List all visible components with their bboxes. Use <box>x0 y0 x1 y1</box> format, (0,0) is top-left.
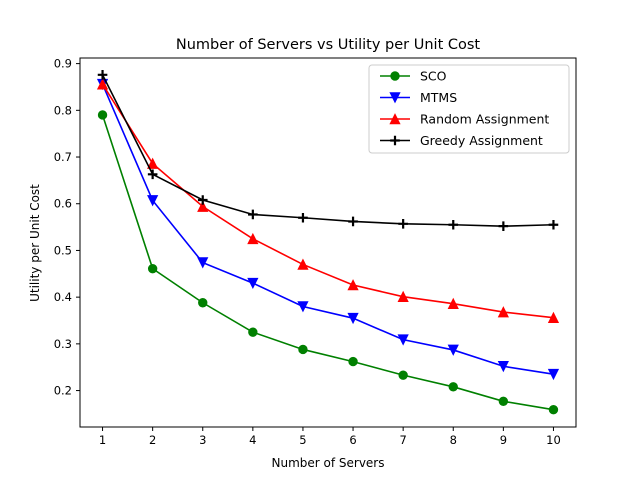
x-tick-label: 4 <box>249 433 256 447</box>
data-point <box>298 344 308 355</box>
data-point <box>548 405 559 415</box>
data-point <box>347 312 359 325</box>
x-axis-label: Number of Servers <box>271 456 384 470</box>
series-mtms <box>96 78 560 381</box>
legend-marker <box>390 71 400 81</box>
y-axis-label: Utility per Unit Cost <box>28 184 42 302</box>
y-tick-label: 0.4 <box>54 290 72 304</box>
data-point <box>548 219 559 230</box>
x-tick-label: 9 <box>500 433 507 447</box>
data-point <box>298 212 308 223</box>
series-greedy-assignment <box>97 70 559 231</box>
data-point <box>297 301 309 313</box>
legend-marker <box>389 113 401 125</box>
series-sco <box>97 110 559 415</box>
data-point <box>147 169 158 180</box>
x-tick-label: 3 <box>199 433 206 447</box>
data-point <box>197 257 209 269</box>
legend-label: SCO <box>420 69 447 84</box>
y-tick-label: 0.2 <box>54 384 72 398</box>
data-point <box>247 232 259 245</box>
y-tick-label: 0.7 <box>54 150 72 164</box>
data-point <box>97 110 108 120</box>
y-tick-label: 0.9 <box>54 57 72 71</box>
x-tick-label: 1 <box>99 433 106 447</box>
x-tick-label: 8 <box>450 433 457 447</box>
legend-entry: SCO <box>380 69 447 84</box>
data-point <box>247 277 259 290</box>
series-line <box>101 83 554 319</box>
data-point <box>347 279 359 291</box>
data-point <box>97 70 108 80</box>
data-point <box>348 356 358 367</box>
legend-label: Greedy Assignment <box>420 133 543 148</box>
data-point <box>147 263 158 274</box>
legend-entry: Random Assignment <box>380 112 549 127</box>
data-point <box>448 219 459 230</box>
series-line <box>101 83 554 376</box>
data-point <box>447 344 459 356</box>
legend-box <box>368 64 570 154</box>
legend-label: MTMS <box>420 90 457 105</box>
data-point <box>197 200 209 212</box>
legend-marker <box>390 135 400 146</box>
data-point <box>498 221 509 231</box>
data-point <box>447 297 459 309</box>
legend-label: Random Assignment <box>420 112 549 127</box>
legend-entry: MTMS <box>380 90 457 105</box>
x-tick-label: 7 <box>399 433 406 447</box>
y-tick-label: 0.6 <box>54 197 72 211</box>
y-tick-label: 0.3 <box>54 337 72 351</box>
data-point <box>398 219 408 229</box>
data-point <box>547 368 560 381</box>
data-point <box>248 209 258 220</box>
data-point <box>147 157 159 169</box>
x-tick-label: 10 <box>546 433 561 447</box>
y-tick-label: 0.5 <box>54 243 72 257</box>
data-point <box>498 396 509 407</box>
legend-entry: Greedy Assignment <box>380 133 543 148</box>
y-tick-label: 0.8 <box>54 103 72 117</box>
series-line <box>101 74 554 227</box>
plot-area: 1 2 3 4 5 6 7 8 9 10 0.2 0.3 0.4 0.5 0.6 0.7 0.8 0.9 <box>54 57 577 447</box>
chart-title: Number of Servers vs Utility per Unit Co… <box>176 37 481 53</box>
data-point <box>198 298 208 308</box>
data-point <box>497 360 509 373</box>
legend-marker <box>389 92 401 104</box>
axes-frame <box>79 57 577 428</box>
x-tick-label: 5 <box>299 433 306 447</box>
data-point <box>197 195 208 205</box>
data-point <box>348 216 358 227</box>
series-line <box>101 114 554 411</box>
data-point <box>248 327 258 337</box>
data-point <box>448 382 458 392</box>
data-point <box>398 370 408 380</box>
x-tick-label: 2 <box>149 433 156 447</box>
data-point <box>397 290 409 302</box>
data-point <box>497 306 509 318</box>
data-point <box>397 334 409 346</box>
x-tick-label: 6 <box>349 433 356 447</box>
data-point <box>547 311 560 324</box>
data-point <box>96 78 109 90</box>
series-random-assignment <box>96 78 560 324</box>
data-point <box>297 258 309 270</box>
data-point <box>147 195 159 207</box>
